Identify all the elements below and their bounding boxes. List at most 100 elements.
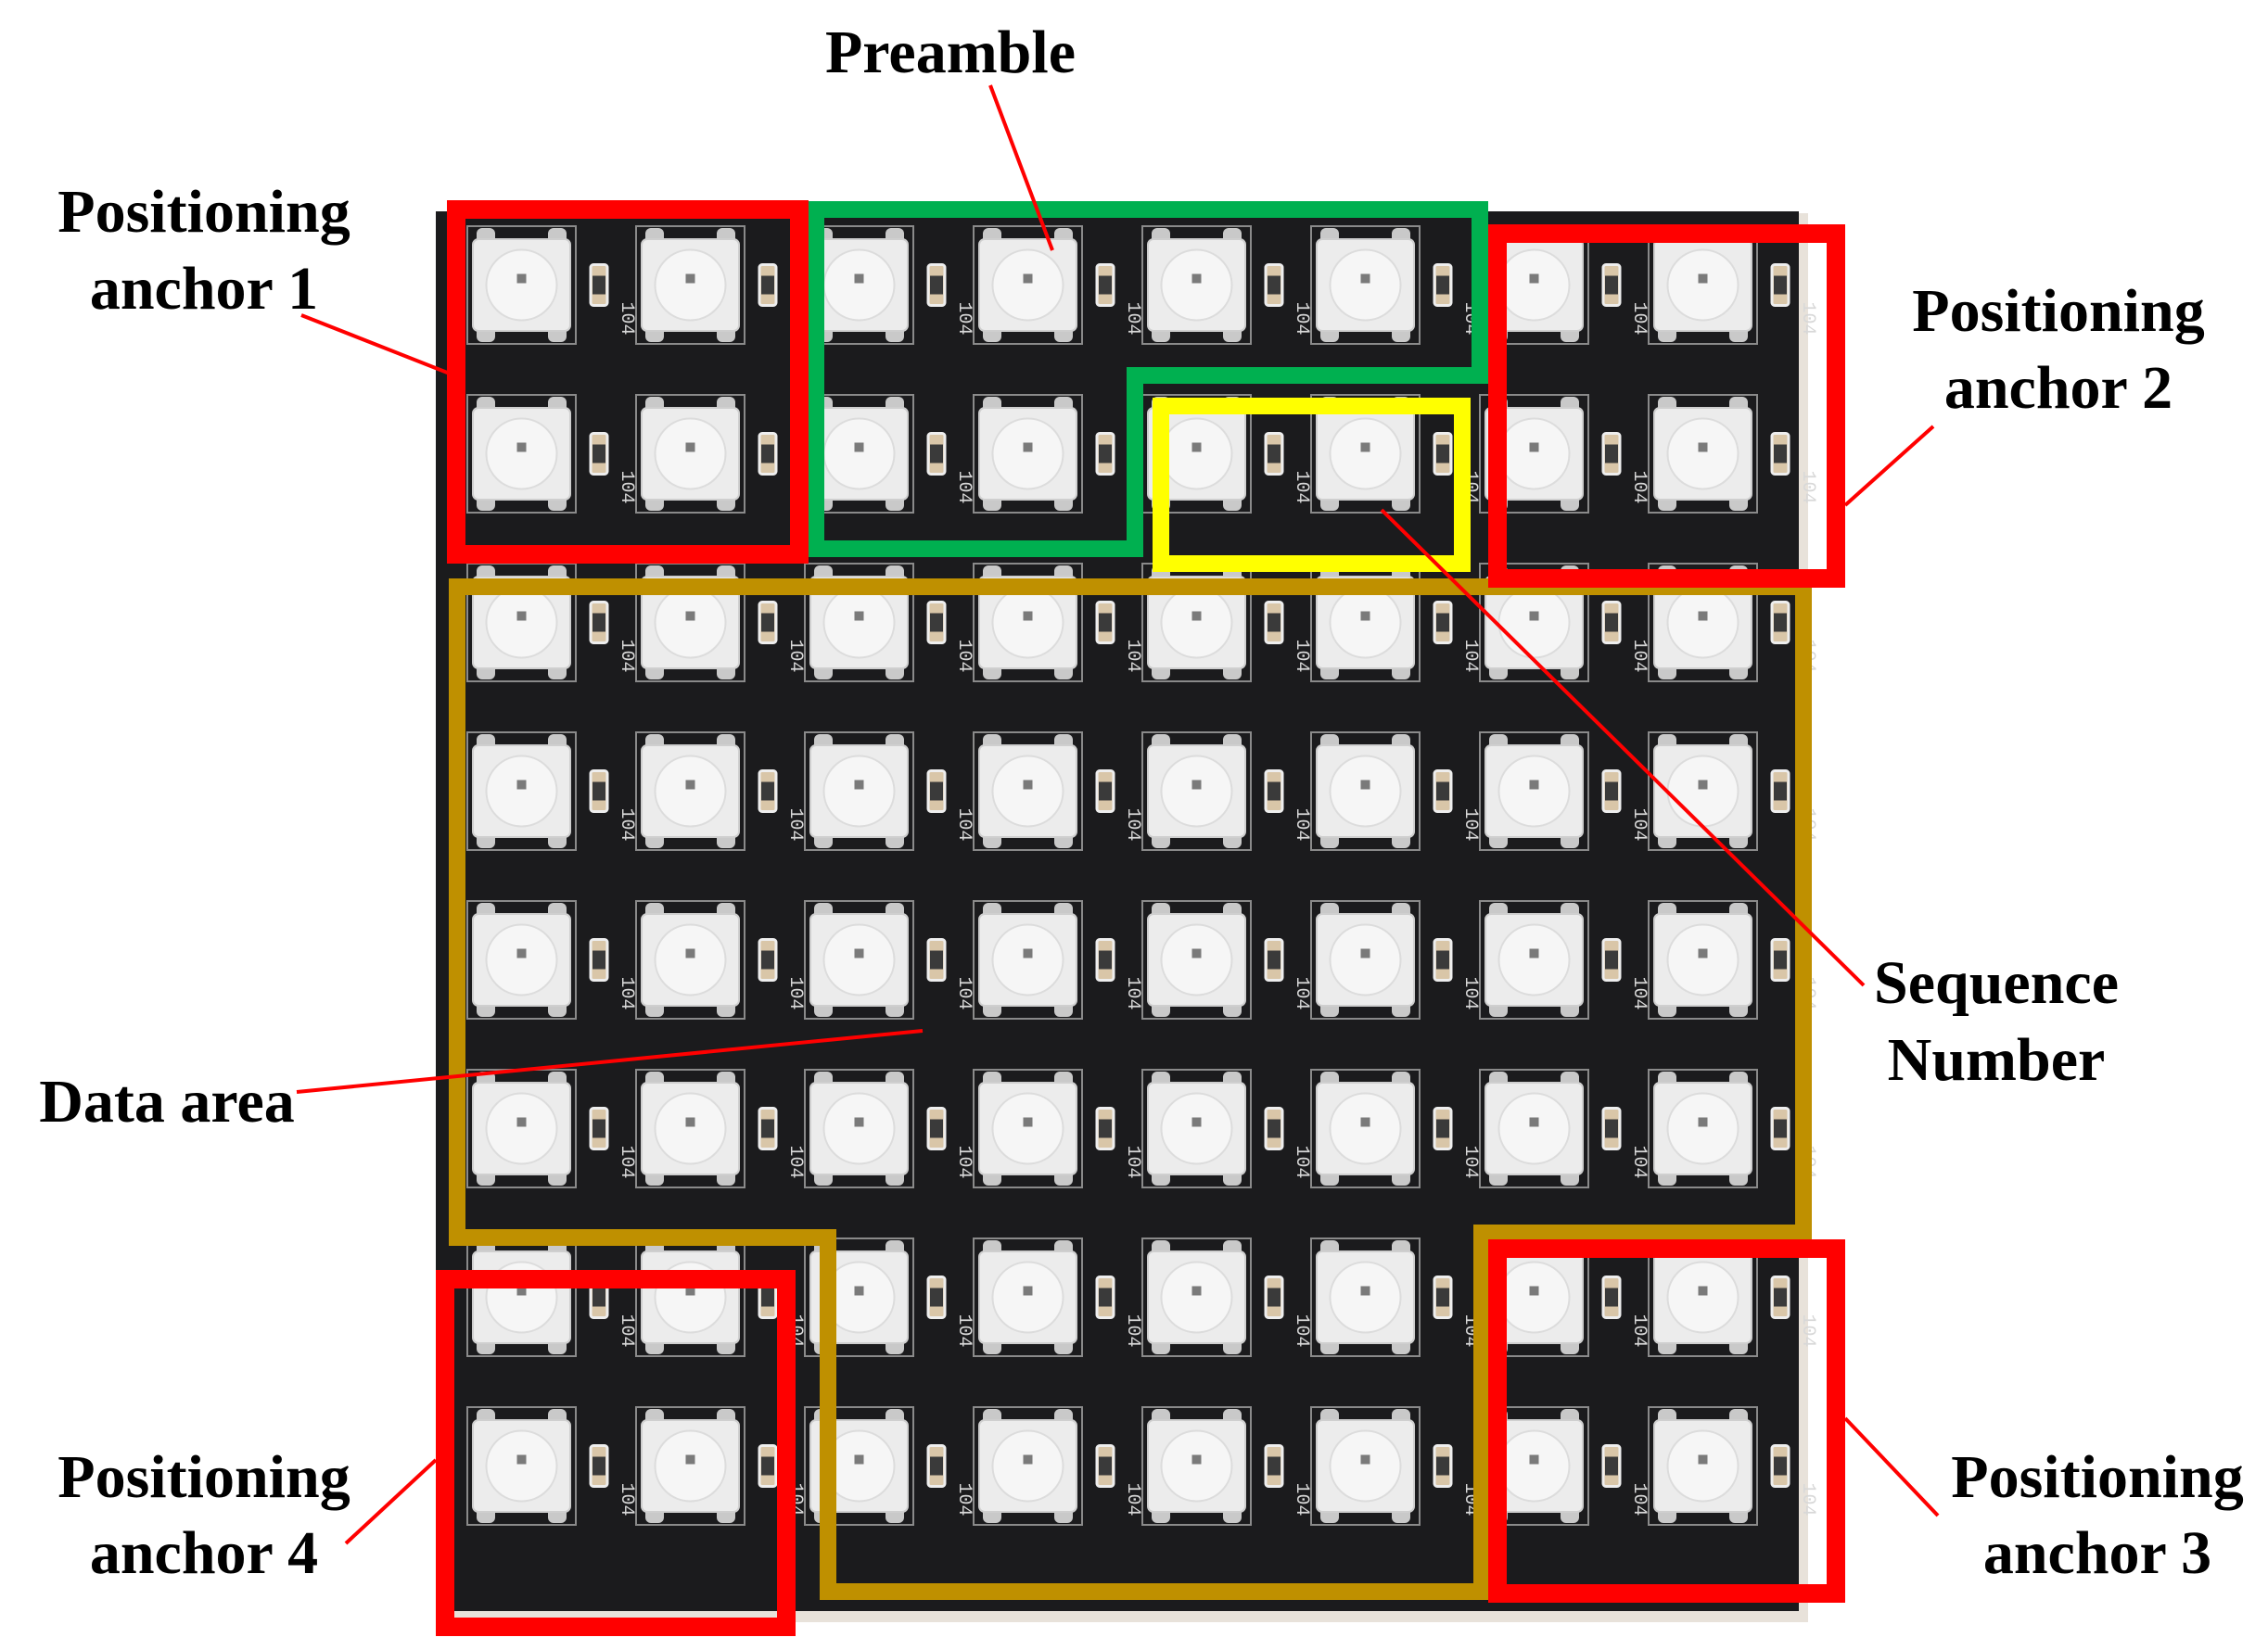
resistor-marking: 104 (1628, 1146, 1650, 1179)
sequence-pointer (1380, 508, 1866, 987)
led-cell: 104 (635, 1406, 806, 1526)
resistor-marking: 104 (784, 1146, 806, 1179)
led-cell: 104 (1648, 1238, 1818, 1357)
anchor-1-label-line1: Positioning (57, 178, 350, 246)
anchor-2-pointer (1843, 425, 1935, 507)
led-cell: 104 (1141, 563, 1312, 682)
resistor-marking: 104 (1122, 977, 1143, 1010)
led-cell: 104 (1310, 731, 1481, 851)
resistor-marking: 104 (784, 640, 806, 673)
resistor-marking: 104 (1628, 302, 1650, 336)
led-cell: 104 (1648, 225, 1818, 345)
resistor-marking: 104 (1122, 640, 1143, 673)
resistor-marking: 104 (784, 977, 806, 1010)
led-cell: 104 (1648, 1406, 1818, 1526)
anchor-3-label-line1: Positioning (1951, 1443, 2243, 1511)
led-cell: 104 (804, 731, 975, 851)
resistor-marking: 104 (1291, 471, 1312, 504)
resistor-marking: 104 (784, 808, 806, 842)
resistor-marking: 104 (616, 1314, 637, 1348)
led-cell: 104 (973, 1406, 1143, 1526)
resistor-marking: 104 (1797, 1483, 1818, 1517)
led-cell: 104 (1310, 563, 1481, 682)
resistor-marking: 104 (953, 302, 975, 336)
resistor-marking: 104 (616, 302, 637, 336)
led-cell: 104 (466, 900, 637, 1020)
led-cell: 104 (635, 225, 806, 345)
resistor-marking: 104 (1122, 1146, 1143, 1179)
data-area-outline (449, 578, 1812, 1600)
led-cell: 104 (635, 394, 806, 514)
led-cell: 104 (1310, 225, 1481, 345)
resistor-marking: 104 (1122, 1314, 1143, 1348)
anchor-4-pointer (344, 1458, 438, 1545)
anchor-2-outline (1488, 224, 1845, 588)
resistor-marking: 104 (1628, 808, 1650, 842)
led-cell: 104 (466, 1406, 637, 1526)
led-cell: 104 (804, 1069, 975, 1188)
resistor-marking: 104 (953, 1314, 975, 1348)
pcb-board (436, 211, 1799, 1611)
resistor-marking: 104 (953, 977, 975, 1010)
resistor-marking: 104 (1628, 640, 1650, 673)
resistor-marking: 104 (616, 1146, 637, 1179)
resistor-marking: 104 (1291, 1314, 1312, 1348)
resistor-marking: 104 (1628, 977, 1650, 1010)
resistor-marking: 104 (1459, 808, 1481, 842)
resistor-marking: 104 (1291, 1483, 1312, 1517)
anchor-4-label-line2: anchor 4 (90, 1519, 318, 1587)
anchor-3-outline (1488, 1239, 1845, 1603)
led-cell: 104 (973, 731, 1143, 851)
anchor-1-pointer (300, 313, 455, 377)
resistor-marking: 104 (1122, 302, 1143, 336)
led-cell: 104 (973, 900, 1143, 1020)
led-cell: 104 (973, 563, 1143, 682)
resistor-marking: 104 (1459, 640, 1481, 673)
led-cell: 104 (973, 1238, 1143, 1357)
anchor-3-label-line2: anchor 3 (1983, 1519, 2211, 1587)
led-cell: 104 (973, 1069, 1143, 1188)
led-cell: 104 (973, 225, 1143, 345)
led-cell: 104 (1479, 731, 1650, 851)
resistor-marking: 104 (616, 977, 637, 1010)
anchor-1-outline (447, 200, 809, 564)
led-cell: 104 (1141, 900, 1312, 1020)
resistor-marking: 104 (1797, 302, 1818, 336)
anchor-4-outline (436, 1270, 796, 1636)
led-cell: 104 (1141, 1406, 1312, 1526)
resistor-marking: 104 (953, 1146, 975, 1179)
resistor-marking: 104 (953, 471, 975, 504)
resistor-marking: 104 (1797, 1314, 1818, 1348)
resistor-marking: 104 (1291, 302, 1312, 336)
led-cell: 104 (1141, 225, 1312, 345)
led-cell: 104 (1141, 394, 1312, 514)
led-cell: 104 (1141, 1238, 1312, 1357)
resistor-marking: 104 (1459, 977, 1481, 1010)
resistor-marking: 104 (1628, 471, 1650, 504)
led-cell: 104 (466, 563, 637, 682)
resistor-marking: 104 (1797, 471, 1818, 504)
resistor-marking: 104 (1628, 1314, 1650, 1348)
data-area-pointer (296, 1029, 924, 1094)
led-cell: 104 (1141, 731, 1312, 851)
led-cell: 104 (1479, 1238, 1650, 1357)
anchor-3-pointer (1843, 1416, 1940, 1517)
resistor-marking: 104 (1122, 1483, 1143, 1517)
resistor-marking: 104 (616, 808, 637, 842)
anchor-4-label-line1: Positioning (57, 1443, 350, 1511)
led-cell: 104 (1479, 1069, 1650, 1188)
led-cell: 104 (804, 900, 975, 1020)
resistor-marking: 104 (1291, 640, 1312, 673)
preamble-pointer (988, 84, 1054, 251)
led-cell: 104 (1141, 1069, 1312, 1188)
resistor-marking: 104 (1122, 808, 1143, 842)
anchor-2-label-line1: Positioning (1912, 277, 2204, 345)
resistor-marking: 104 (616, 1483, 637, 1517)
led-cell: 104 (1479, 900, 1650, 1020)
resistor-marking: 104 (1459, 1146, 1481, 1179)
led-cell: 104 (466, 731, 637, 851)
resistor-marking: 104 (1628, 1483, 1650, 1517)
resistor-marking: 104 (1291, 808, 1312, 842)
resistor-marking: 104 (953, 640, 975, 673)
